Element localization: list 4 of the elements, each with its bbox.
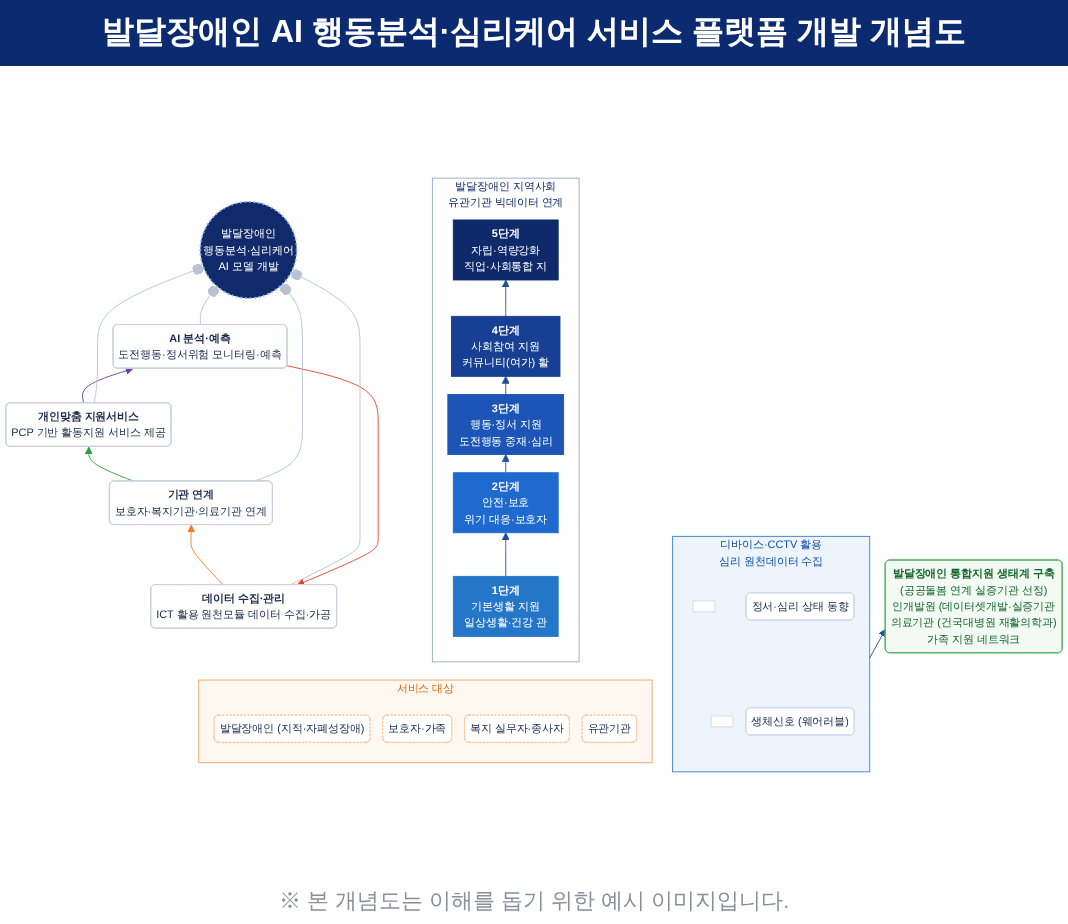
diagram-title: 발달장애인 AI 행동분석·심리케어 서비스 플랫폼 개발 개념도 <box>0 0 1068 66</box>
node-box <box>692 600 716 613</box>
node-box <box>710 715 734 728</box>
footnote: ※ 본 개념도는 이해를 돕기 위한 예시 이미지입니다. <box>276 888 792 918</box>
